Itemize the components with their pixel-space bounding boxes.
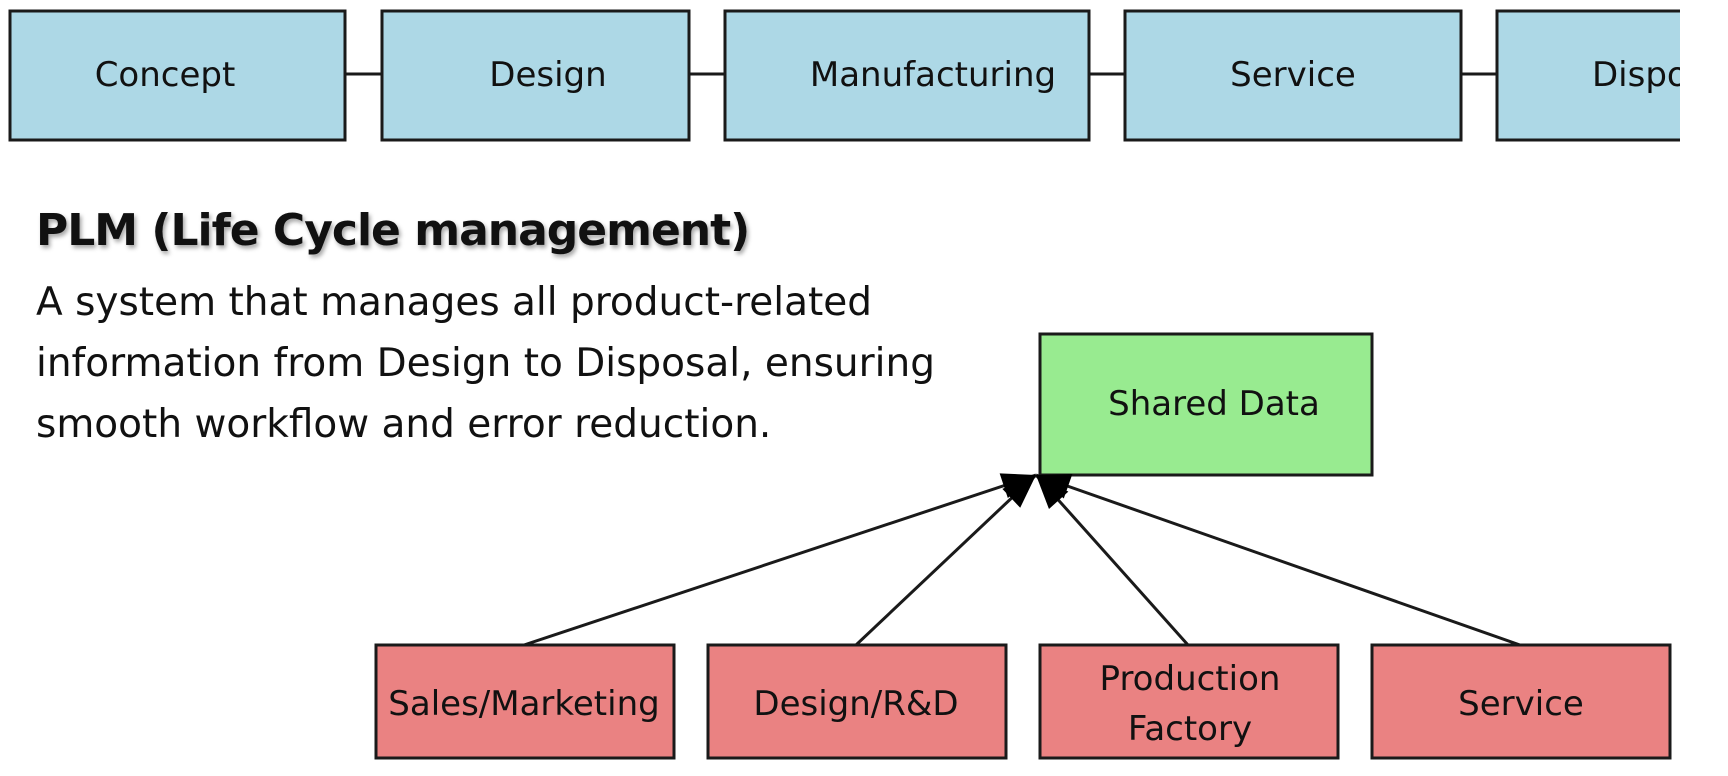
stage-design-label: Design [489,55,606,95]
stage-disposal-box [1495,9,1680,142]
department-sales-marketing: Sales/Marketing [374,643,676,760]
hub-arrowheads [999,473,1073,510]
department-to-hub-line [523,473,1037,647]
department-production-factory-box [1038,643,1340,760]
department-production-factory-label-line-1: Production [1100,659,1281,699]
stage-concept: Concept [8,9,347,142]
department-sales-marketing-box [374,643,676,760]
stage-service: Service [1123,9,1463,142]
shared-data-label: Shared Data [1108,384,1320,424]
stage-service-label: Service [1230,55,1356,95]
department-production-factory: Production Factory [1038,643,1340,760]
department-to-hub-line [1035,473,1521,647]
department-design-rd-label: Design/R&D [753,684,958,724]
stage-concept-box [8,9,347,142]
stage-concept-label: Concept [95,55,236,95]
department-design-rd-box [706,643,1008,760]
department-sales-marketing-label: Sales/Marketing [388,684,659,724]
department-service: Service [1370,643,1672,760]
stage-design: Design [380,9,691,142]
plm-description-line-1: A system that manages all product-relate… [36,280,873,325]
arrowhead-icon [1036,474,1073,499]
stage-service-box [1123,9,1463,142]
arrowhead-icon [1036,475,1069,510]
department-to-hub-line [1034,474,1190,646]
stage-manufacturing: Manufacturing [723,9,1091,142]
department-service-label: Service [1458,684,1584,724]
department-service-box [1370,643,1672,760]
stage-design-box [380,9,691,142]
stage-manufacturing-box [723,9,1091,142]
stage-manufacturing-label: Manufacturing [810,55,1056,95]
arrowhead-icon [1002,475,1036,508]
plm-title: PLM (Life Cycle management) [36,205,750,256]
plm-description-line-3: smooth workflow and error reduction. [36,402,772,447]
hub-connectors [523,473,1521,647]
shared-data-box [1038,332,1374,477]
plm-description-line-2: information from Design to Disposal, ens… [36,341,935,386]
department-design-rd: Design/R&D [706,643,1008,760]
shared-data-hub: Shared Data [1038,332,1374,477]
stage-disposal-label: Disposal [1592,55,1728,95]
plm-description: A system that manages all product-relate… [36,272,1016,455]
lifecycle-flow: Concept Design Manufacturing Service Dis… [8,9,1728,142]
department-to-hub-line [854,473,1038,647]
department-production-factory-label-line-2: Factory [1128,709,1252,749]
stage-disposal: Disposal [1495,9,1728,142]
